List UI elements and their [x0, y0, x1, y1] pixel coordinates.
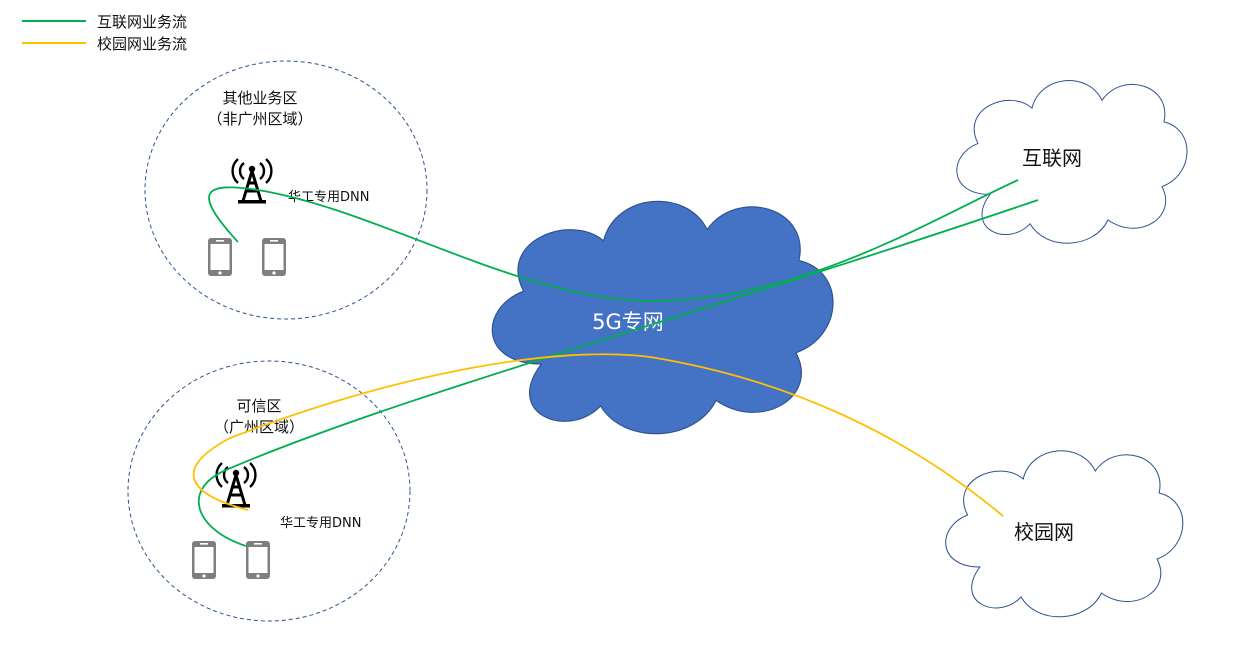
legend: 互联网业务流 校园网业务流 [22, 13, 187, 53]
internet-flow-trusted-zone [197, 199, 1039, 547]
zone-trusted-title: 可信区 [236, 397, 281, 415]
radio-tower-icon [231, 157, 273, 205]
mobile-phone-icon [208, 238, 232, 276]
zone-other-subtitle: （非广州区域） [207, 110, 312, 128]
legend-label-campus: 校园网业务流 [97, 35, 187, 53]
mobile-phone-icon [192, 541, 216, 579]
campus-cloud-label: 校园网 [1014, 520, 1074, 544]
zone-other-dnn-label: 华工专用DNN [288, 190, 369, 205]
legend-label-internet: 互联网业务流 [97, 13, 187, 31]
mobile-phone-icon [246, 541, 270, 579]
zone-trusted-dnn-label: 华工专用DNN [280, 516, 361, 531]
core-5g-cloud-label: 5G专网 [592, 310, 664, 334]
zone-other-boundary [144, 60, 428, 320]
internet-cloud-label: 互联网 [1022, 146, 1082, 170]
campus-flow-trusted-zone [192, 353, 1004, 517]
mobile-phone-icon [262, 238, 286, 276]
zone-other-title: 其他业务区 [222, 89, 297, 107]
zone-trusted-boundary [127, 360, 411, 622]
internet-flow-other-zone [208, 179, 1019, 302]
